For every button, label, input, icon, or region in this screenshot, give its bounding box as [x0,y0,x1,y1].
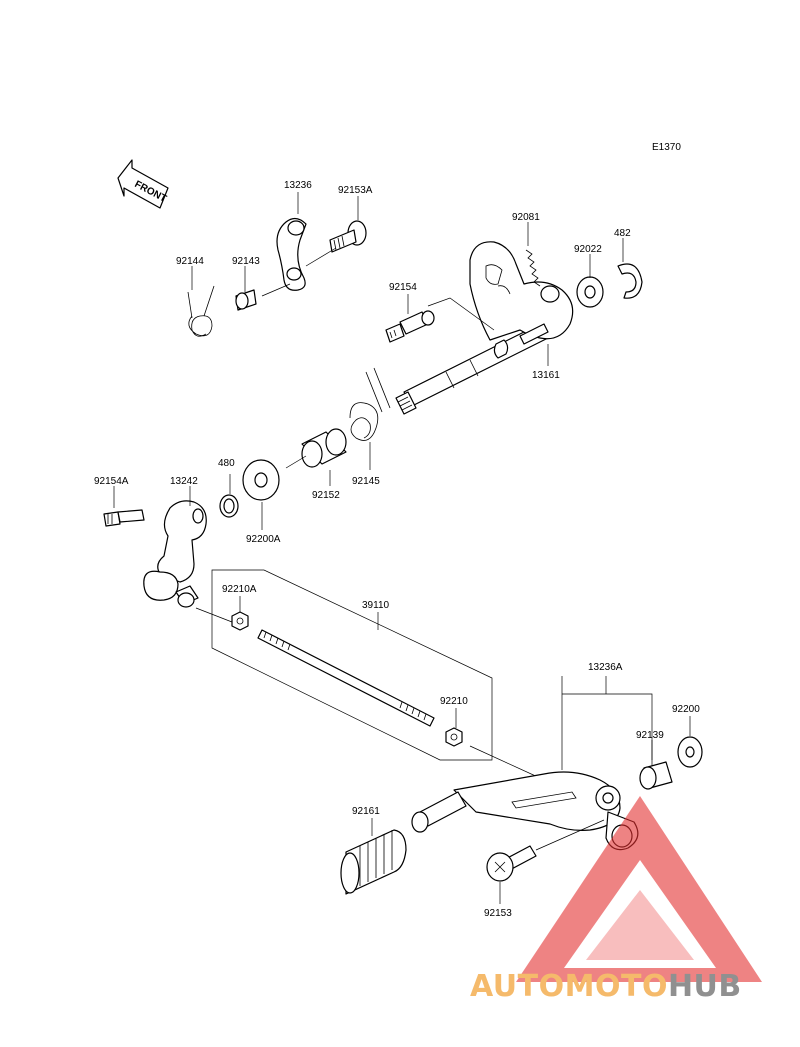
part-13236A-pedal [411,771,639,851]
label-92081: 92081 [512,212,540,223]
label-482: 482 [614,228,631,239]
part-13242-lever [143,500,207,608]
label-92161: 92161 [352,806,380,817]
label-92200A: 92200A [246,534,281,545]
label-92153A: 92153A [338,185,373,196]
label-92210A: 92210A [222,584,257,595]
label-13161: 13161 [532,370,560,381]
label-13236: 13236 [284,180,312,191]
label-39110: 39110 [362,600,390,611]
part-13161-shift-shaft [395,241,574,415]
label-92152: 92152 [312,490,340,501]
label-92200: 92200 [672,704,700,715]
part-482-circlip [617,263,643,299]
watermark-text-automoto: AUTOMOTO [470,969,668,1004]
part-92153A-bolt [329,220,367,253]
front-arrow-icon: FRONT [117,159,169,209]
part-92210A-nut [231,611,249,631]
label-92139: 92139 [636,730,664,741]
label-92144: 92144 [176,256,204,267]
part-39110-rod [257,629,435,727]
part-92200-washer [677,736,703,768]
part-92154A-bolt [103,509,145,527]
part-92144-spring [187,285,215,337]
label-92210: 92210 [440,696,468,707]
part-92139-collar [639,761,673,790]
part-92161-pedal-rubber [340,829,407,895]
label-92154A: 92154A [94,476,129,487]
part-92154-bolt [385,310,435,343]
part-13236-lever [276,217,307,291]
label-92154: 92154 [389,282,417,293]
part-92143-collar [235,289,257,311]
watermark-logo: AUTOMOTOHUB [470,796,762,1004]
svg-text:AUTOMOTOHUB: AUTOMOTOHUB [470,969,742,1004]
part-92022-washer [576,276,604,308]
part-92081-spring [525,249,541,287]
part-92153-bolt [486,845,537,882]
part-92200A-washer [242,459,280,501]
label-92143: 92143 [232,256,260,267]
ref-code: E1370 [652,142,681,153]
label-480: 480 [218,458,235,469]
part-480-circlip [219,494,239,518]
label-92145: 92145 [352,476,380,487]
part-92145-spring [349,367,391,441]
watermark-text-hub: HUB [668,969,742,1004]
label-92022: 92022 [574,244,602,255]
label-13236A: 13236A [588,662,623,673]
group-39110-outline [211,569,493,761]
label-13242: 13242 [170,476,198,487]
part-92210-nut [445,727,463,747]
label-92153: 92153 [484,908,512,919]
part-92152-collar [301,428,347,468]
